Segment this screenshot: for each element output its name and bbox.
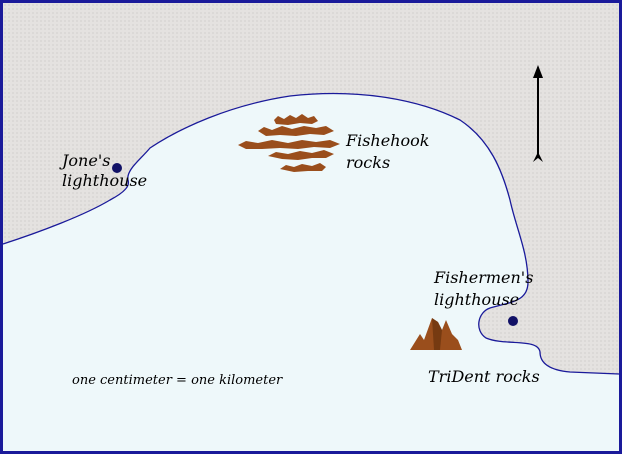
fishhook-rocks-label-line1: Fishehook (345, 131, 429, 150)
north-arrow-icon (533, 65, 543, 162)
trident-rocks-shadow (432, 318, 442, 350)
jones-lighthouse-label-line2: lighthouse (62, 171, 147, 190)
fishhook-rock-4 (268, 150, 334, 160)
fishhook-rocks-label-line2: rocks (346, 153, 390, 172)
fishermens-lighthouse-label-line1: Fishermen's (433, 268, 533, 287)
north-arrow-head (533, 65, 543, 78)
jones-lighthouse-dot-icon (112, 163, 122, 173)
fishhook-rock-5 (280, 163, 326, 172)
fishhook-rock-2 (258, 126, 334, 136)
fishermens-lighthouse-label-line2: lighthouse (434, 290, 519, 309)
fishermens-lighthouse-dot-icon (508, 316, 518, 326)
fishhook-rock-1 (274, 114, 318, 125)
jones-lighthouse-label-line1: Jone's (59, 151, 110, 170)
scale-label: one centimeter = one kilometer (72, 373, 283, 388)
fishhook-rocks-icon (238, 114, 340, 172)
trident-rocks-label: TriDent rocks (428, 367, 540, 386)
fishhook-rock-3 (238, 140, 340, 149)
water-area (3, 93, 619, 452)
north-arrow-tail (533, 152, 543, 162)
coastline (2, 92, 620, 375)
